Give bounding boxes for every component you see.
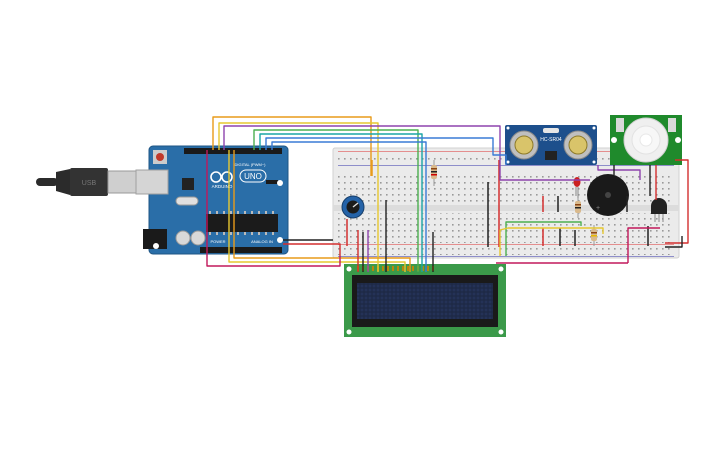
hc-sr04-ultrasonic-sensor: HC-SR04	[505, 125, 597, 165]
piezo-buzzer: +	[587, 174, 629, 216]
arduino-power-label: POWER	[210, 239, 225, 244]
potentiometer	[341, 195, 365, 219]
breadboard-jumpers	[346, 160, 649, 247]
svg-text:+: +	[596, 205, 600, 212]
arduino-model-label: UNO	[244, 172, 262, 181]
arduino-brand-label: ARDUINO	[212, 184, 233, 189]
arduino-infinity-logo	[210, 171, 233, 183]
transistor	[651, 198, 667, 222]
resistor-2	[575, 198, 581, 218]
usb-plug-label: USB	[82, 180, 97, 187]
resistor-1	[431, 160, 437, 186]
hc-sr04-label: HC-SR04	[540, 137, 562, 143]
arduino-analog-label: ANALOG IN	[251, 239, 273, 244]
pir-motion-sensor	[610, 115, 682, 165]
lcd-screen	[357, 283, 493, 319]
lcd-16x2-module	[344, 264, 506, 337]
wiring	[206, 116, 689, 272]
arduino-digital-label: DIGITAL (PWM~)	[235, 162, 267, 167]
usb-cable: USB	[36, 168, 137, 196]
arduino-uno-board: UNO ARDUINO DIGITAL (PWM~) ANALOG IN POW…	[135, 145, 289, 255]
